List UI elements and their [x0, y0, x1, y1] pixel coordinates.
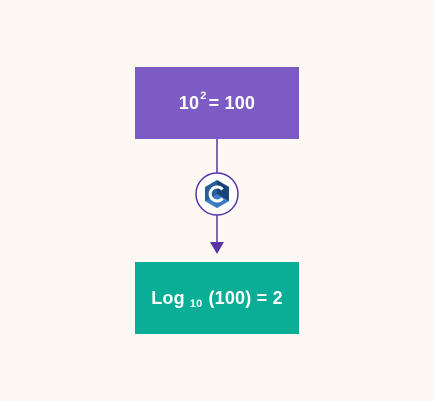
log-result: (100) = 2: [208, 287, 283, 308]
log-prefix: Log: [151, 287, 185, 308]
exponent-superscript: 2: [200, 90, 207, 102]
c-language-icon: [195, 172, 239, 216]
exponent-result: = 100: [208, 92, 256, 113]
bottom-equation-box: Log 10 (100) = 2: [135, 262, 299, 334]
log-base-subscript: 10: [189, 298, 203, 310]
exponent-base: 10: [178, 92, 200, 113]
arrow-head: [210, 242, 224, 254]
